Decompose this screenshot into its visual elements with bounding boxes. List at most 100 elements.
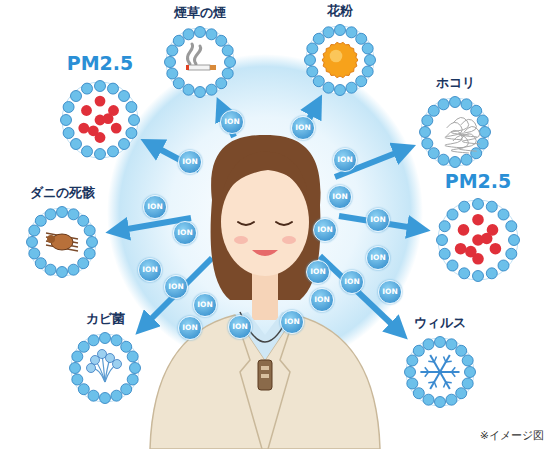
icon-part xyxy=(45,209,56,220)
icon-part xyxy=(126,128,137,139)
icon-part xyxy=(471,105,482,116)
icon-part xyxy=(173,35,184,46)
icon-part xyxy=(95,149,106,160)
icon-part xyxy=(446,360,452,362)
icon-part xyxy=(506,248,517,259)
ion-particle: ION xyxy=(164,275,188,299)
icon-part xyxy=(121,384,132,395)
icon-part xyxy=(444,382,446,388)
icon-part xyxy=(473,199,484,210)
ion-particle: ION xyxy=(333,148,357,172)
icon-part xyxy=(225,57,236,68)
woman-figure xyxy=(150,135,380,449)
icon-part xyxy=(451,135,469,153)
pollutant-node: 煙草の煙 xyxy=(160,6,240,102)
cheek xyxy=(234,236,248,244)
icon-part xyxy=(465,367,476,378)
eye xyxy=(276,222,292,225)
icon-part xyxy=(183,29,194,40)
icon-part xyxy=(126,102,137,113)
icon-part xyxy=(108,83,119,94)
icon-part xyxy=(473,271,484,282)
icon-part xyxy=(57,267,68,278)
icon-part xyxy=(346,27,357,38)
ion-particle: ION xyxy=(328,185,352,209)
icon-part xyxy=(57,207,68,218)
icon-part xyxy=(29,248,40,259)
icon-part xyxy=(435,337,446,348)
icon-part xyxy=(422,115,433,126)
icon-part xyxy=(165,57,176,68)
icon-part xyxy=(421,98,489,166)
icon-part xyxy=(95,81,106,92)
icon-part xyxy=(437,235,448,246)
ion-particle: ION xyxy=(366,208,390,232)
icon-part xyxy=(70,363,81,374)
icon-part xyxy=(455,243,467,255)
icon-part xyxy=(87,364,96,373)
icon-part xyxy=(167,68,178,79)
icon-part xyxy=(323,27,334,38)
pollutant-circle xyxy=(415,92,495,172)
icon-part xyxy=(450,157,461,168)
icon-part xyxy=(490,243,502,255)
icon-part xyxy=(462,355,473,366)
icon-part xyxy=(35,258,46,269)
icon-part xyxy=(434,382,436,388)
face xyxy=(221,168,309,276)
cheek xyxy=(282,236,296,244)
pollutant-node: カビ菌 xyxy=(65,312,145,408)
icon-part xyxy=(423,339,434,350)
ion-glow xyxy=(107,54,423,370)
icon-part xyxy=(186,65,189,70)
pollutant-node: ウィルス xyxy=(400,316,480,412)
icon-part xyxy=(35,215,46,226)
icon-part xyxy=(447,209,458,220)
pollutant-label: ダニの死骸 xyxy=(30,186,95,201)
icon-part xyxy=(222,68,233,79)
icon-part xyxy=(323,82,334,93)
icon-part xyxy=(195,27,206,38)
icon-part xyxy=(195,87,206,98)
ion-particle: ION xyxy=(178,316,202,340)
icon-part xyxy=(435,397,446,408)
icon-part xyxy=(407,355,418,366)
pollutant-label: PM2.5 xyxy=(67,53,134,75)
icon-part xyxy=(63,128,74,139)
pollutant-circle xyxy=(56,76,144,164)
icon-part xyxy=(428,360,434,362)
icon-part xyxy=(210,65,216,70)
icon-part xyxy=(71,334,139,402)
icon-part xyxy=(313,33,324,44)
icon-part xyxy=(82,83,93,94)
icon-part xyxy=(27,237,38,248)
icon-part xyxy=(425,372,429,377)
eye xyxy=(238,222,254,225)
icon-part xyxy=(47,235,55,243)
icon-part xyxy=(446,381,452,383)
pollutant-label: カビ菌 xyxy=(86,312,125,327)
ion-particle: ION xyxy=(280,310,304,334)
icon-part xyxy=(216,78,227,89)
icon-part xyxy=(62,82,138,158)
icon-part xyxy=(183,84,194,95)
ion-particle: ION xyxy=(313,218,337,242)
icon-part xyxy=(425,367,429,372)
icon-part xyxy=(459,119,477,137)
icon-part xyxy=(78,123,89,134)
pollutant-circle xyxy=(300,20,380,100)
icon-part xyxy=(452,367,456,372)
icon-part xyxy=(206,29,217,40)
icon-part xyxy=(188,65,210,70)
icon-part xyxy=(78,384,89,395)
icon-part xyxy=(87,237,98,248)
icon-part xyxy=(103,113,114,124)
icon-part xyxy=(439,221,450,232)
pollutant-circle xyxy=(400,332,480,412)
icon-part xyxy=(472,214,484,226)
pollutant-circle xyxy=(65,328,145,408)
ion-particle: ION xyxy=(366,246,390,270)
icon-part xyxy=(438,154,449,165)
hair xyxy=(211,135,321,300)
pendant-detail xyxy=(261,374,269,378)
